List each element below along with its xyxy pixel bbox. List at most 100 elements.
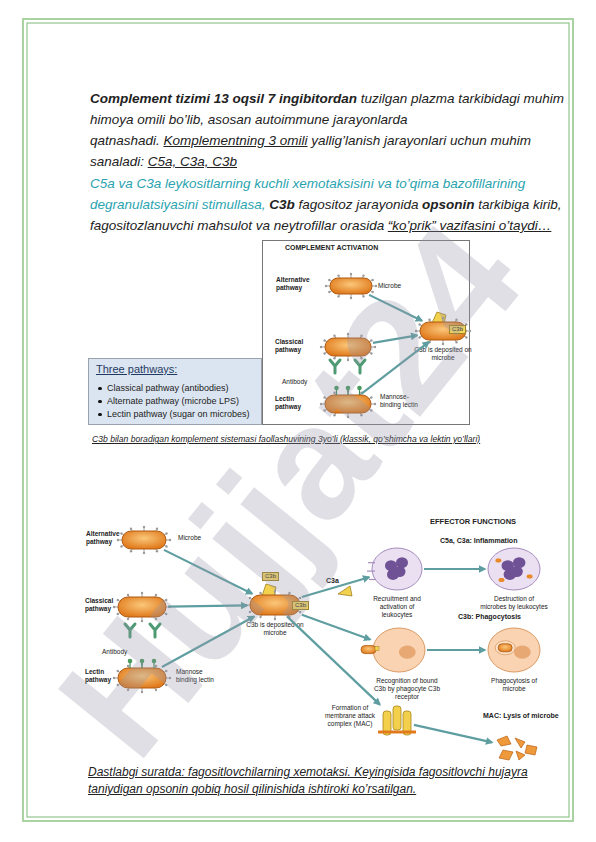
node-label: C3b is deposited on microbe: [244, 621, 306, 637]
antibody-symbol: [150, 624, 160, 637]
microbe-spike-tip: [360, 414, 362, 416]
node-shape: [382, 706, 412, 736]
body-text: opsonin: [422, 197, 475, 212]
body-text: Complement tizimi 13 oqsil 7 ingibitorda…: [90, 91, 357, 106]
node-label: Destruction of microbes by leukocytes: [480, 595, 548, 611]
microbe-node: Lectin pathway: [118, 668, 166, 688]
microbe-spike-tip: [360, 392, 362, 394]
microbe-spike-tip: [347, 359, 349, 361]
body-text: Komplementning 3 omili: [163, 133, 307, 148]
c3b-receptor: [375, 646, 379, 650]
microbe-fragment: [499, 750, 513, 760]
microbe-node: Classical pathway: [325, 338, 371, 356]
microbe-spike-tip: [323, 339, 325, 341]
microbe-spike-tip: [469, 330, 471, 332]
microbe-spike-tip: [370, 339, 372, 341]
microbe-spike-tip: [418, 336, 420, 338]
phagocyte-nucleus: [399, 646, 416, 659]
microbe-node: Classical pathway: [118, 597, 166, 617]
part-label: Microbe: [378, 282, 401, 290]
page-border: [27, 23, 569, 817]
leukocyte-cell: Destruction of microbes by leukocytes: [488, 548, 540, 590]
microbe-spike-tip: [415, 330, 417, 332]
microbe-spike-tip: [156, 550, 158, 552]
microbe-spike-tip: [155, 665, 157, 667]
arrow-connector: [168, 605, 247, 606]
arrow-connector: [164, 550, 252, 594]
node-label: Phagocytosis of microbe: [480, 677, 548, 693]
microbe-body: [325, 395, 371, 413]
leukocyte-receptor: [368, 562, 375, 563]
microbe-spike-tip: [337, 274, 339, 276]
microbe-node: Alternative pathway: [122, 531, 166, 549]
section-title: EFFECTOR FUNCTIONS: [430, 517, 516, 526]
paragraph: Complement tizimi 13 oqsil 7 ingibitorda…: [90, 88, 566, 172]
figure-caption: C3b bilan boradigan komplement sistemasi…: [92, 434, 582, 444]
microbe-spike-tip: [323, 409, 325, 411]
lectin-head: [128, 659, 133, 664]
microbe-spike-tip: [165, 545, 167, 547]
arrow-connector: [162, 616, 254, 667]
microbe-spike-tip: [442, 317, 444, 319]
microbe-spike-tip: [428, 341, 430, 343]
node-shape: [122, 531, 166, 549]
mac-protein: [393, 706, 401, 730]
microbe-spike-tip: [455, 319, 457, 321]
microbe-body: [325, 338, 371, 356]
part-label: Antibody: [102, 648, 127, 656]
lectin-head: [334, 386, 339, 391]
microbe-spike-tip: [165, 670, 167, 672]
node-label: MAC: Lysis of microbe: [483, 712, 567, 720]
microbe-spike-tip: [165, 532, 167, 534]
microbe-spike-tip: [299, 597, 301, 599]
node-shape: [118, 597, 166, 617]
arrow-connector: [427, 649, 485, 651]
microbe-spike-tip: [333, 392, 335, 394]
phagosome: [495, 641, 515, 655]
microbe-spike-tip: [371, 291, 373, 293]
microbe-spike-tip: [130, 528, 132, 530]
part-label: Mannose binding lectin: [176, 668, 216, 684]
microbe-spike-tip: [374, 346, 376, 348]
arrow-connector: [287, 616, 380, 704]
microbe-spike-tip: [169, 606, 171, 608]
lectin-head: [357, 386, 362, 391]
microbe-body: [420, 322, 466, 340]
microbe-spike-tip: [370, 396, 372, 398]
microbe-spike-tip: [141, 691, 143, 693]
c3a-fragment: [338, 586, 352, 596]
leukocyte-nucleus: [504, 569, 516, 580]
microbe-spike-tip: [155, 618, 157, 620]
leukocyte-receptor: [367, 570, 375, 571]
microbe-fragment: [525, 745, 537, 755]
microbe-spike-tip: [155, 594, 157, 596]
phagocyte-cell: Phagocytosis of microbe: [488, 628, 540, 672]
leukocyte-nucleus: [387, 569, 399, 580]
phagocyte-body: [373, 628, 425, 672]
microbe-spike-tip: [113, 606, 115, 608]
microbe-spike-tip: [442, 343, 444, 345]
node-shape: [325, 395, 371, 413]
mac-complex: Formation of membrane attack complex (MA…: [382, 706, 412, 736]
phagocyte-nucleus: [514, 646, 531, 659]
figure-caption: Dastlabgi suratda: fagositlovchilarning …: [88, 764, 575, 799]
microbe-spike-tip: [360, 335, 362, 337]
microbe-fragment: [515, 738, 525, 748]
microbe-spike-tip: [127, 618, 129, 620]
bullet-item: Classical pathway (antibodies): [107, 383, 259, 394]
body-text: “ko’prik” vazifasini o’taydi…: [388, 218, 552, 233]
microbe-spike-tip: [117, 613, 119, 615]
section-title: C5a, C3a: Inflammation: [440, 537, 517, 545]
microbe-spike-tip: [374, 403, 376, 405]
leukocyte-receptor: [369, 579, 375, 580]
antibody-symbol: [330, 360, 340, 373]
node-label: C3b is deposited on microbe: [412, 346, 474, 362]
microbe-node: Lectin pathway: [325, 395, 371, 413]
microbe-spike-tip: [120, 532, 122, 534]
microbe-spike-tip: [328, 279, 330, 281]
bullet-dot: [98, 413, 102, 417]
microbe-body: [330, 278, 372, 294]
node-shape: [488, 548, 540, 590]
node-label: Formation of membrane attack complex (MA…: [324, 704, 376, 727]
microbe-spike-tip: [127, 689, 129, 691]
